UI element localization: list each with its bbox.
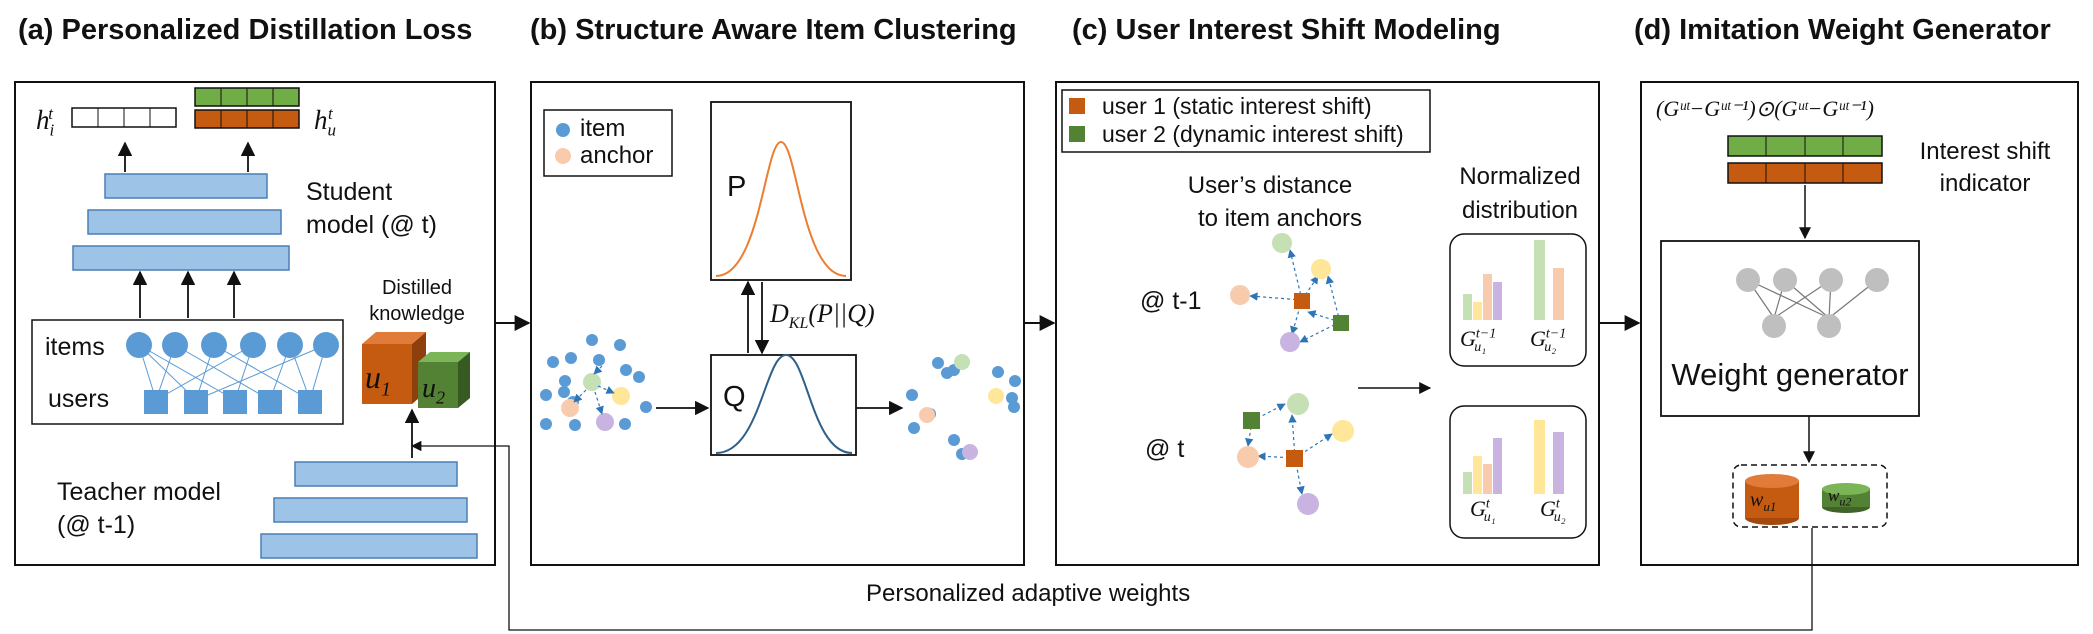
- user-legend: [1061, 89, 1431, 153]
- panel-d-title: (d) Imitation Weight Generator: [1634, 14, 2051, 46]
- g-u1-t-minus-1-label: Gt−1u₁: [1460, 326, 1497, 356]
- time-t-minus-1-label: @ t-1: [1140, 287, 1202, 315]
- cube-u1-label: u1: [365, 359, 391, 401]
- panel-a-title: (a) Personalized Distillation Loss: [18, 14, 473, 46]
- interest-shift-formula: (Gᵘᵗ−Gᵘᵗ⁻¹)⊙(Gᵘᵗ−Gᵘᵗ⁻¹): [1656, 96, 1874, 121]
- h-u-label: hut: [314, 104, 336, 140]
- item-scatter-after: [906, 354, 1021, 460]
- distance-title-line1: User’s distance: [1187, 172, 1353, 199]
- teacher-model-stack: [260, 461, 478, 559]
- item-scatter-before: [540, 334, 652, 431]
- feedback-arrow: [410, 440, 1813, 631]
- indicator-label-line2: indicator: [1939, 170, 2031, 197]
- adaptive-weights-label: Personalized adaptive weights: [866, 580, 1191, 607]
- adaptive-weights-box: [1732, 464, 1888, 528]
- distilled-cube-u2: [418, 352, 470, 408]
- legend-item-label: item: [580, 115, 626, 142]
- weight-generator-label: Weight generator: [1671, 357, 1909, 392]
- item-nodes: [126, 332, 339, 358]
- distilled-knowledge-label: Distilled knowledge: [369, 277, 465, 325]
- normalized-distribution-t: [1449, 405, 1587, 539]
- panel-d-frame: [1640, 81, 2079, 566]
- normalized-title-line1: Normalized: [1459, 163, 1581, 190]
- legend-user1-label: user 1 (static interest shift): [1102, 93, 1372, 119]
- distribution-p-box: [710, 101, 852, 281]
- kl-divergence-label: DKL(P||Q): [770, 299, 875, 333]
- distance-graph-t: [1237, 393, 1354, 515]
- user-nodes: [144, 390, 322, 414]
- w-u1-label: wu1: [1750, 489, 1777, 514]
- normalized-distribution-t-minus-1: [1449, 233, 1587, 367]
- w-u2-label: wu2: [1828, 486, 1852, 509]
- p-label: P: [727, 171, 747, 203]
- g-u1-t-label: Gtu₁: [1470, 496, 1496, 526]
- indicator-label-line1: Interest shift: [1919, 138, 2051, 165]
- time-t-label: @ t: [1145, 435, 1185, 463]
- legend-anchor-label: anchor: [580, 142, 654, 169]
- h-i-label: hit: [36, 104, 55, 140]
- cube-u2-label: u2: [422, 373, 445, 408]
- g-u2-t-label: Gtu₂: [1540, 496, 1566, 526]
- distribution-q-box: [710, 353, 857, 456]
- distance-graph-t-minus-1: [1230, 233, 1349, 352]
- q-label: Q: [723, 381, 746, 413]
- item-embedding-vector: [71, 107, 177, 128]
- legend-user2-label: user 2 (dynamic interest shift): [1102, 121, 1404, 147]
- teacher-model-label: Teacher model (@ t-1): [57, 478, 221, 539]
- g-u2-t-minus-1-label: Gt−1u₂: [1530, 326, 1567, 356]
- distance-title-line2: to item anchors: [1197, 205, 1363, 232]
- cluster-legend: [543, 109, 673, 177]
- panel-b-title: (b) Structure Aware Item Clustering: [530, 14, 1017, 46]
- normalized-title-line2: distribution: [1461, 197, 1579, 224]
- student-model-label: Student model (@ t): [306, 178, 437, 239]
- student-model-stack: [72, 173, 290, 271]
- interest-shift-vectors: [1727, 135, 1883, 184]
- panel-c-title: (c) User Interest Shift Modeling: [1072, 14, 1501, 46]
- user-embedding-vector: [194, 87, 300, 129]
- users-label: users: [48, 385, 110, 413]
- items-label: items: [45, 333, 105, 361]
- weight-generator-box: [1660, 240, 1920, 417]
